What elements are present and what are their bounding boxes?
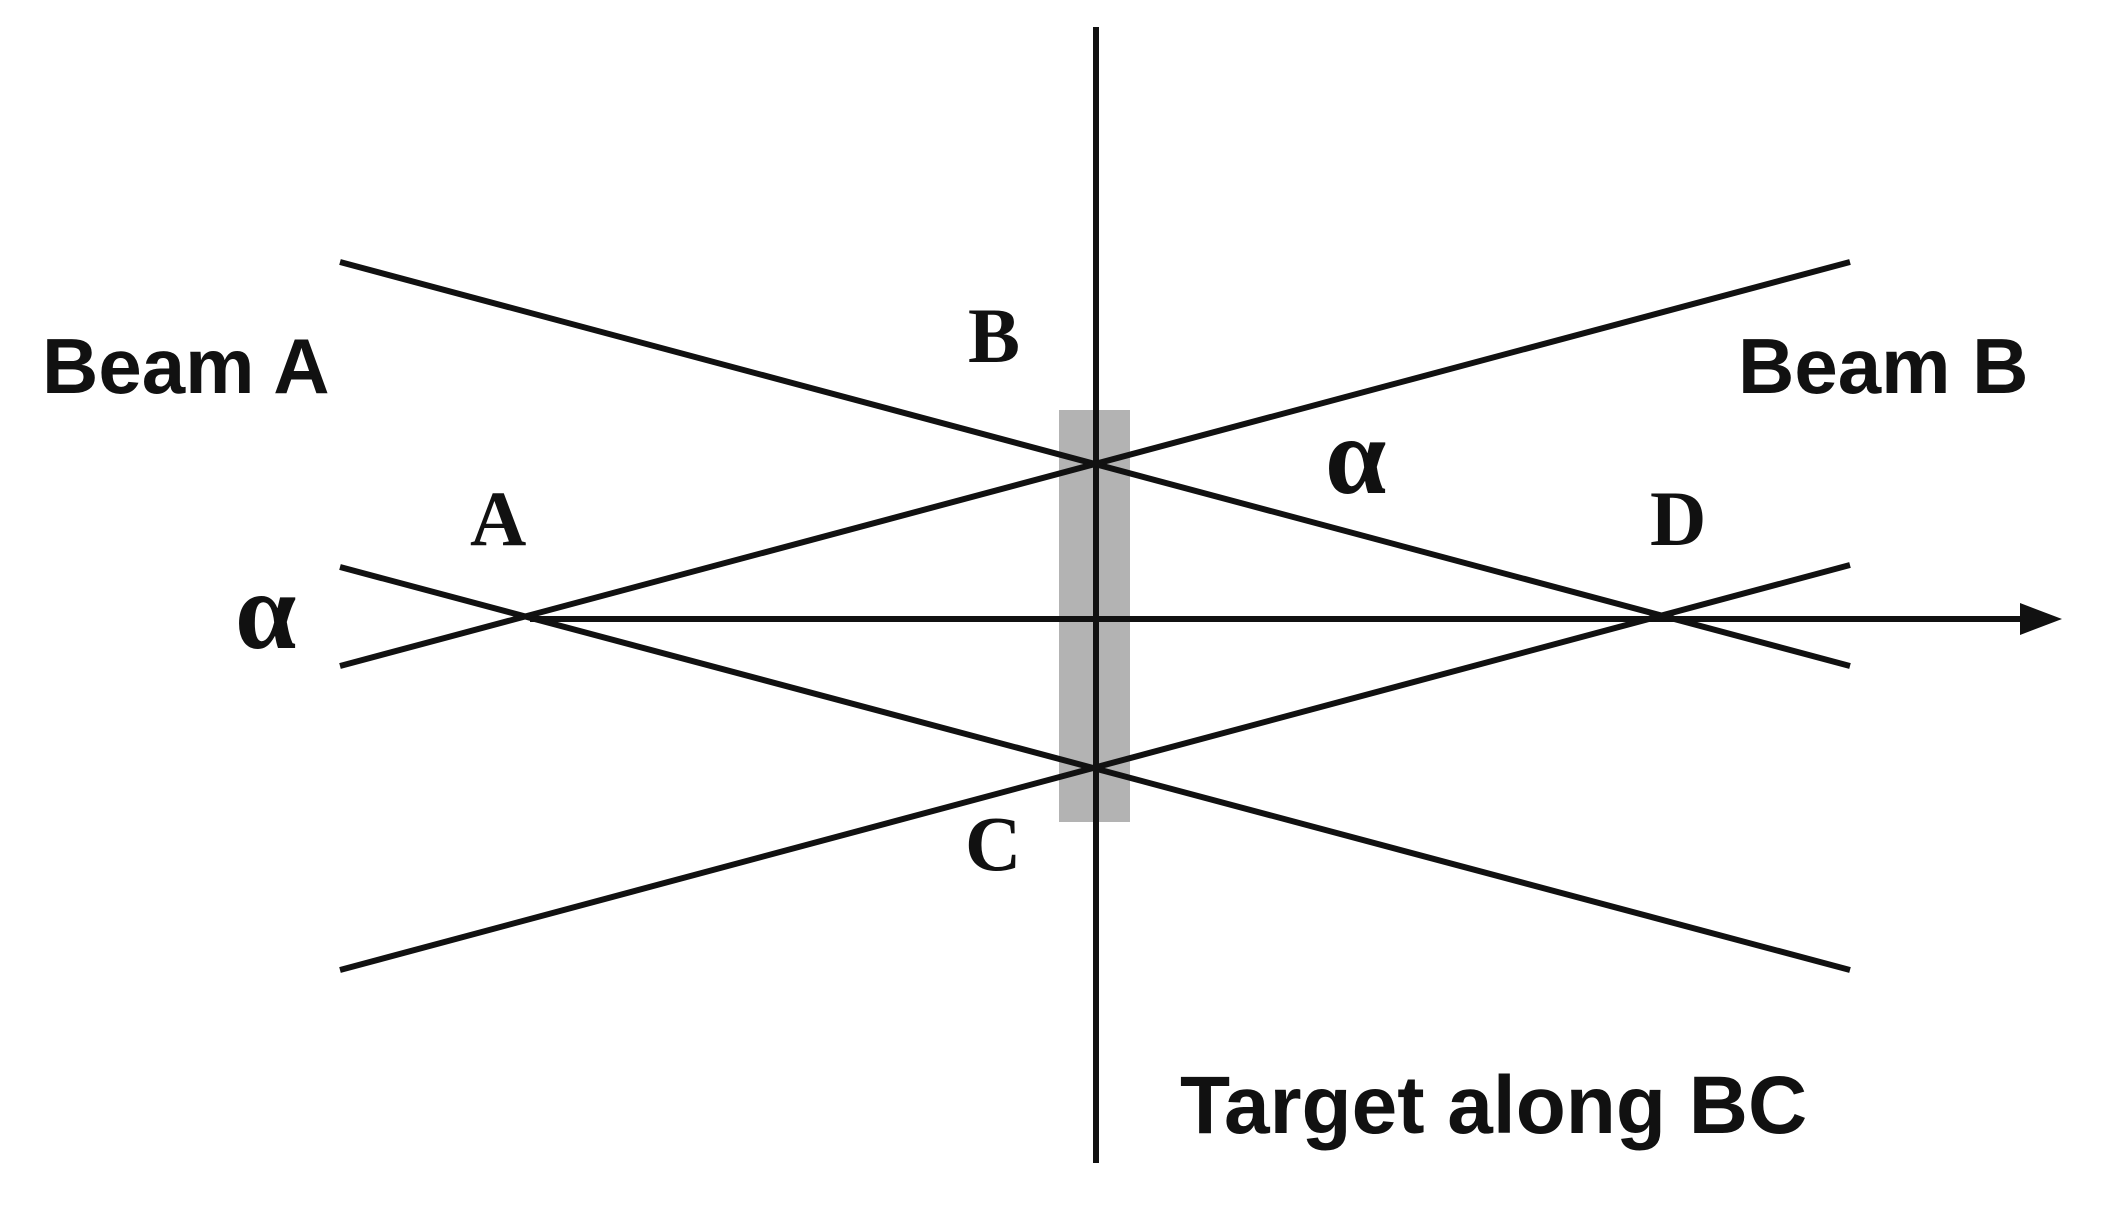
point-a-label: A: [470, 475, 526, 562]
beam-b-lower-ray: [339, 562, 1851, 973]
axis-arrowhead: [2020, 603, 2062, 635]
beam-b-label: Beam B: [1738, 322, 2028, 410]
point-b-label: B: [968, 292, 1020, 379]
beam-b-upper-ray: [339, 259, 1851, 669]
alpha-left-label: α: [235, 550, 296, 672]
point-c-label: C: [965, 800, 1021, 887]
point-d-label: D: [1650, 475, 1706, 562]
beam-a-label: Beam A: [42, 322, 330, 410]
alpha-right-label: α: [1325, 395, 1386, 517]
target-label: Target along BC: [1180, 1060, 1807, 1151]
